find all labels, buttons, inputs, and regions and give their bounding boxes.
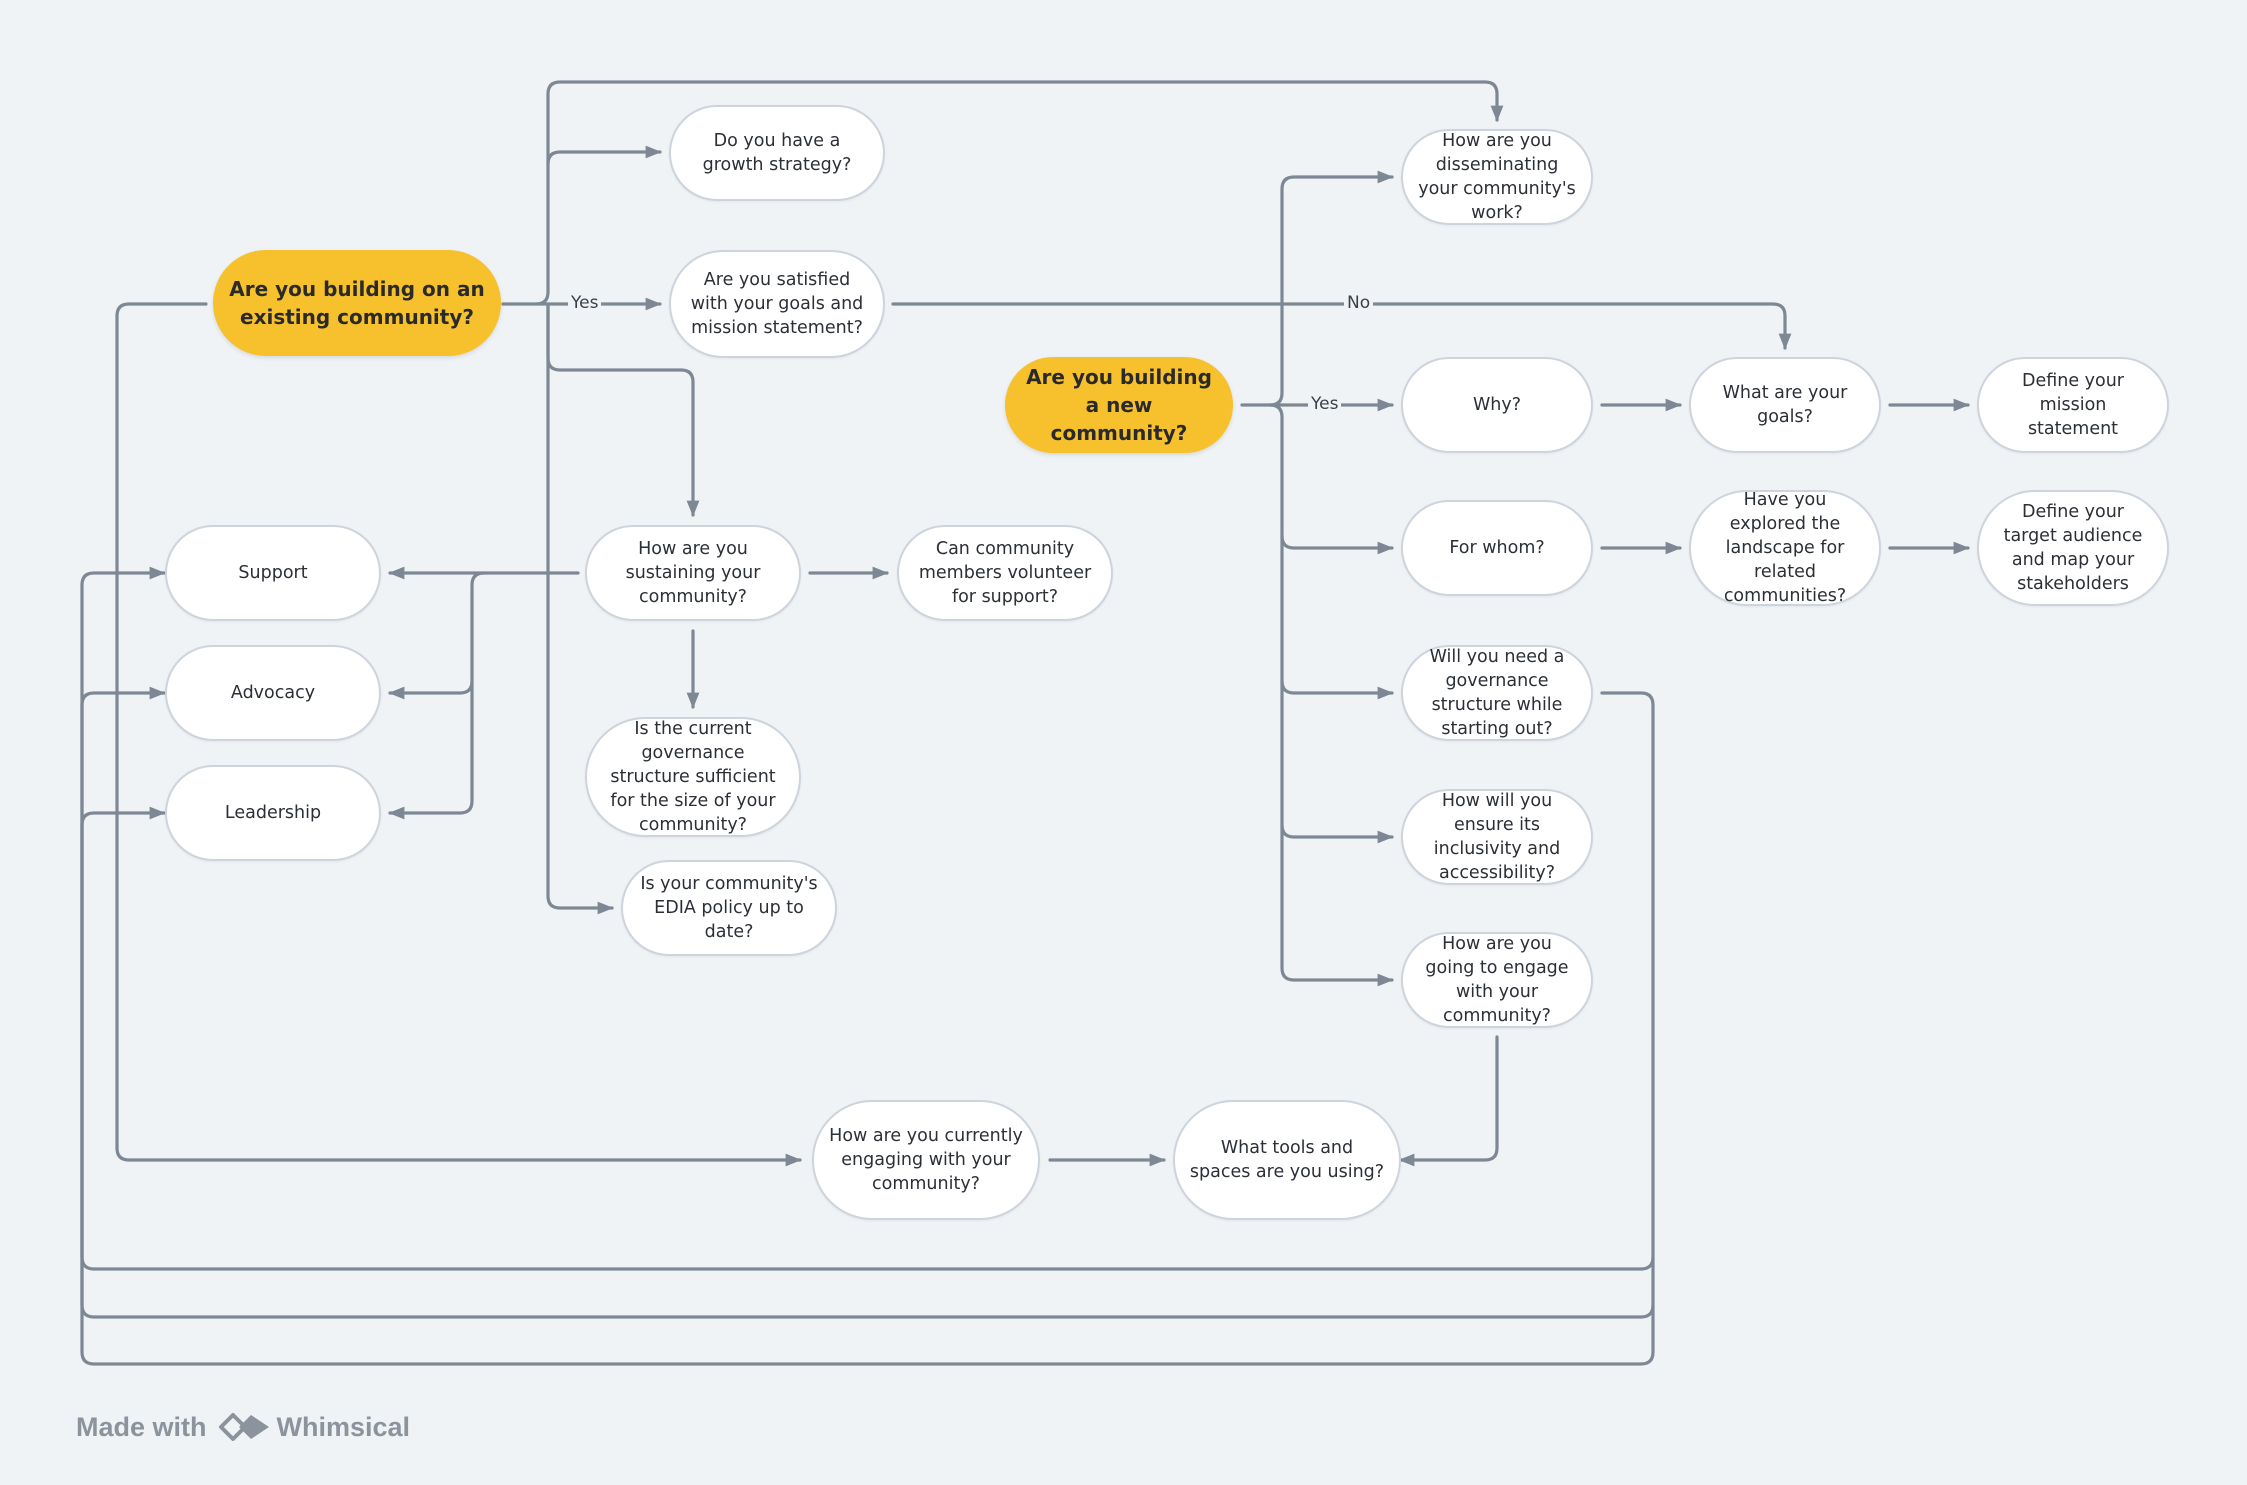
edge-governance-new-to-advocacy	[80, 686, 1655, 1319]
node-advocacy-label: Advocacy	[230, 683, 316, 703]
edge-new-to-whom	[1268, 403, 1394, 555]
edge-existing-to-edia	[546, 302, 614, 915]
edge-new-to-engage-new	[1280, 823, 1394, 987]
node-satisfied-goals[interactable]: Are you satisfied with your goals and mi…	[669, 250, 885, 358]
edge-existing-to-engaging-current	[115, 302, 802, 1167]
edge-label-yes-existing: Yes	[568, 293, 602, 313]
node-landscape[interactable]: Have you explored the landscape for rela…	[1689, 490, 1881, 606]
made-with-label: Made with	[76, 1411, 207, 1442]
node-inclusivity[interactable]: How will you ensure its inclusivity and …	[1401, 789, 1593, 885]
node-whom[interactable]: For whom?	[1401, 500, 1593, 596]
node-volunteer-label: Can community members volunteer for supp…	[918, 539, 1092, 607]
node-advocacy[interactable]: Advocacy	[165, 645, 381, 741]
node-engage-new-label: How are you going to engage with your co…	[1425, 934, 1569, 1026]
edge-label-yes-new: Yes	[1308, 394, 1342, 414]
node-sustaining[interactable]: How are you sustaining your community?	[585, 525, 801, 621]
node-governance-new[interactable]: Will you need a governance structure whi…	[1401, 645, 1593, 741]
node-new-community[interactable]: Are you building a new community?	[1005, 357, 1233, 453]
node-engage-new[interactable]: How are you going to engage with your co…	[1401, 932, 1593, 1028]
node-disseminating-label: How are you disseminating your community…	[1418, 131, 1576, 223]
node-tools[interactable]: What tools and spaces are you using?	[1173, 1100, 1401, 1220]
node-inclusivity-label: How will you ensure its inclusivity and …	[1433, 791, 1561, 883]
node-sustaining-label: How are you sustaining your community?	[625, 539, 761, 607]
node-new-community-label: Are you building a new community?	[1026, 365, 1212, 445]
node-edia-label: Is your community's EDIA policy up to da…	[640, 874, 818, 942]
edge-satisfied-to-goals	[891, 302, 1792, 350]
node-mission[interactable]: Define your mission statement	[1977, 357, 2169, 453]
node-existing-community[interactable]: Are you building on an existing communit…	[213, 250, 501, 356]
node-support[interactable]: Support	[165, 525, 381, 621]
node-goals[interactable]: What are your goals?	[1689, 357, 1881, 453]
edge-new-to-inclusivity	[1280, 679, 1394, 844]
node-goals-label: What are your goals?	[1722, 383, 1848, 427]
node-existing-community-label: Are you building on an existing communit…	[229, 277, 485, 329]
node-engaging-current[interactable]: How are you currently engaging with your…	[812, 1100, 1040, 1220]
edge-governance-new-to-leadership	[80, 806, 1655, 1271]
node-why[interactable]: Why?	[1401, 357, 1593, 453]
brand-label: Whimsical	[276, 1411, 411, 1442]
node-governance-new-label: Will you need a governance structure whi…	[1429, 647, 1565, 739]
node-audience[interactable]: Define your target audience and map your…	[1977, 490, 2169, 606]
node-governance-current-label: Is the current governance structure suff…	[610, 719, 776, 835]
node-landscape-label: Have you explored the landscape for rela…	[1723, 490, 1847, 606]
node-growth-strategy-label: Do you have a growth strategy?	[702, 131, 852, 175]
edge-sustaining-to-advocacy	[388, 571, 486, 700]
node-growth-strategy[interactable]: Do you have a growth strategy?	[669, 105, 885, 201]
node-engaging-current-label: How are you currently engaging with your…	[829, 1126, 1023, 1194]
node-edia[interactable]: Is your community's EDIA policy up to da…	[621, 860, 837, 956]
node-support-label: Support	[238, 563, 308, 583]
edge-engage-new-to-tools	[1398, 1035, 1499, 1167]
node-leadership-label: Leadership	[224, 803, 322, 823]
edge-existing-to-growth	[546, 145, 662, 166]
edge-new-to-disseminating	[1268, 170, 1394, 407]
node-whom-label: For whom?	[1449, 538, 1545, 558]
edge-label-no: No	[1344, 293, 1374, 313]
made-with-whimsical-badge[interactable]: Made with Whimsical	[76, 1406, 410, 1448]
node-audience-label: Define your target audience and map your…	[2003, 502, 2143, 594]
edge-governance-new-to-support	[80, 566, 1655, 1366]
edge-sustaining-to-leadership	[388, 679, 474, 820]
node-volunteer[interactable]: Can community members volunteer for supp…	[897, 525, 1113, 621]
edge-existing-to-disseminating	[501, 80, 1504, 306]
node-governance-current[interactable]: Is the current governance structure suff…	[585, 717, 801, 837]
node-satisfied-goals-label: Are you satisfied with your goals and mi…	[690, 270, 864, 338]
node-mission-label: Define your mission statement	[2021, 371, 2125, 439]
node-why-label: Why?	[1472, 395, 1522, 415]
edge-existing-to-sustaining	[546, 302, 700, 517]
whimsical-logo-icon	[218, 1413, 269, 1441]
node-leadership[interactable]: Leadership	[165, 765, 381, 861]
node-tools-label: What tools and spaces are you using?	[1189, 1138, 1385, 1182]
node-disseminating[interactable]: How are you disseminating your community…	[1401, 129, 1593, 225]
edge-new-to-governance-new	[1280, 534, 1394, 700]
